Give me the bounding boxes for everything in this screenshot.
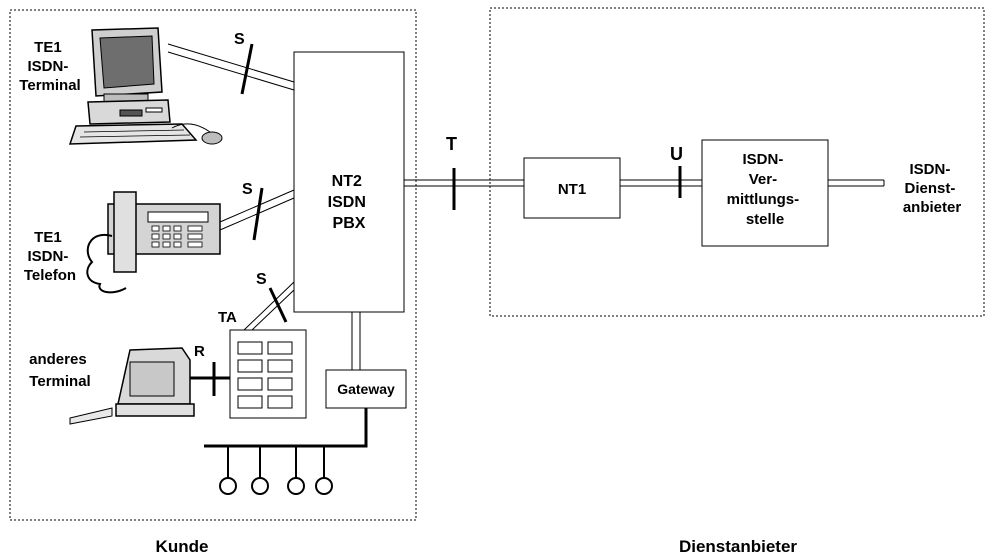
nt2-label: NT2 ISDN PBX [328,173,371,232]
exchange-label: ISDN- Ver- mittlungs- stelle [727,151,804,228]
exchange-box [701,139,829,247]
lan-bus [204,408,368,495]
nt1-box [523,157,621,219]
terminal-adapter [229,329,307,419]
r-connection [190,362,230,396]
s-point-1-label: S [234,31,245,48]
computer-terminal-icon [68,27,223,145]
telephone-icon [86,191,221,294]
s-point-3-label: S [256,271,267,288]
u-point-label: U [670,144,683,164]
te1-terminal-label: TE1 ISDN- Terminal [19,39,80,94]
nt1-label: NT1 [558,181,586,198]
gateway-label: Gateway [337,381,395,397]
service-provider-label: ISDN- Dienst- anbieter [903,161,962,216]
provider-caption: Dienstanbieter [679,537,797,556]
provider-region [489,7,985,317]
customer-caption: Kunde [156,537,209,556]
t-point-label: T [446,134,457,154]
te1-telefon-label: TE1 ISDN- Telefon [24,229,76,284]
s-point-2-label: S [242,181,253,198]
nt2-box [293,51,405,313]
other-terminal-icon [69,347,195,425]
gateway-box [325,369,407,409]
ta-label: TA [218,309,237,326]
r-point-label: R [194,343,205,360]
reference-point-ticks [240,43,682,323]
other-terminal-label: anderes Terminal [29,351,91,390]
customer-region [9,9,417,521]
